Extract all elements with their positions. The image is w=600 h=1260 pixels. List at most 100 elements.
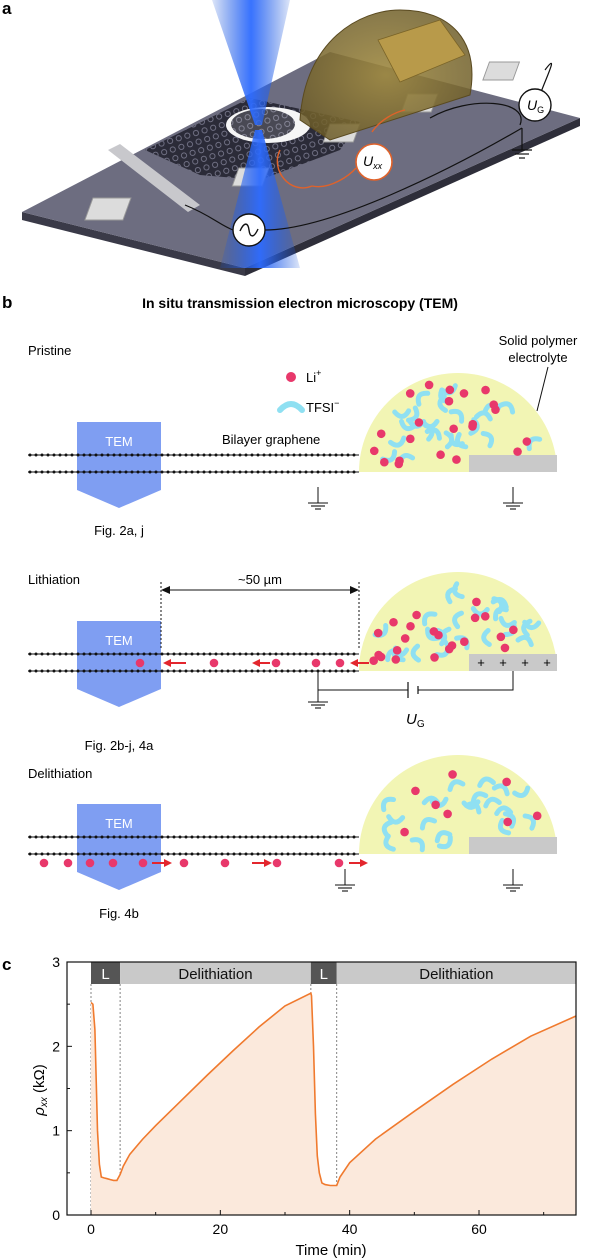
graphene-atom: [76, 470, 80, 474]
graphene-atom: [334, 453, 338, 457]
distance-arrow-head-right: [350, 586, 359, 594]
tfsi-anion: [405, 405, 420, 423]
graphene-atom: [280, 470, 284, 474]
li-ion: [491, 405, 500, 414]
graphene-atom: [316, 652, 320, 656]
gate-sub: G: [417, 719, 425, 730]
graphene-atom: [88, 852, 92, 856]
li-ion: [470, 613, 480, 623]
svg-text:TFSI−: TFSI−: [306, 398, 339, 415]
graphene-atom: [310, 835, 314, 839]
graphene-atom: [154, 835, 158, 839]
graphene-atom: [58, 835, 62, 839]
uxx-symbol: U: [363, 153, 374, 169]
graphene-atom: [178, 453, 182, 457]
x-tick-label: 0: [87, 1221, 95, 1237]
graphene-atom: [286, 453, 290, 457]
graphene-atom: [118, 453, 122, 457]
graphene-atom: [46, 852, 50, 856]
graphene-atom: [286, 669, 290, 673]
graphene-atom: [322, 852, 326, 856]
graphene-atom: [166, 652, 170, 656]
graphene-atom: [46, 835, 50, 839]
graphene-atom: [154, 669, 158, 673]
tfsi-anion: [502, 811, 517, 829]
gate-electrode-pristine: [469, 455, 557, 472]
graphene-atom: [112, 835, 116, 839]
ug-sub: G: [537, 105, 544, 115]
graphene-atom: [346, 835, 350, 839]
stage-label-pristine: Pristine: [28, 343, 71, 358]
graphene-atom: [94, 652, 98, 656]
graphene-atom: [34, 852, 38, 856]
li-ion: [406, 621, 415, 631]
graphene-atom: [352, 669, 356, 673]
tfsi-anion: [526, 436, 543, 452]
substrate-side: [22, 212, 245, 276]
graphene-atom: [340, 470, 344, 474]
ions: [39, 380, 543, 868]
tfsi-anion: [447, 779, 466, 793]
graphene-atom: [70, 470, 74, 474]
graphene-atom: [124, 669, 128, 673]
phase-bar: [120, 962, 311, 984]
graphene-atom: [202, 453, 206, 457]
graphene-atom: [340, 669, 344, 673]
tfsi-anion: [522, 619, 542, 631]
graphene-atom: [58, 852, 62, 856]
graphene-atom: [292, 652, 296, 656]
tfsi-anion: [494, 805, 514, 817]
y-tick-label: 1: [52, 1123, 60, 1139]
graphene-atom: [208, 453, 212, 457]
li-ion: [374, 650, 383, 660]
graphene-atom: [142, 470, 146, 474]
li-ion: [311, 658, 321, 668]
graphene-atom: [166, 835, 170, 839]
li-ion: [513, 447, 522, 456]
graphene-atom: [34, 652, 38, 656]
graphene-atom: [58, 470, 62, 474]
tfsi-anion: [477, 776, 496, 788]
graphene-atom: [190, 470, 194, 474]
graphene-atom: [220, 835, 224, 839]
graphene-atom: [46, 669, 50, 673]
uxx-meter: [355, 143, 393, 181]
graphene-atom: [220, 453, 224, 457]
tfsi-anion: [392, 408, 412, 419]
graphene-atom: [160, 652, 164, 656]
graphene-atom: [256, 470, 260, 474]
graphene-atom: [118, 669, 122, 673]
graphene-atom: [70, 669, 74, 673]
graphene-atom: [352, 835, 356, 839]
graphene-atom: [28, 470, 32, 474]
tfsi-anion: [452, 610, 464, 630]
pad-bottom-left: [84, 197, 132, 221]
ion-arrow-head: [264, 859, 272, 867]
graphene-atom: [130, 835, 134, 839]
graphene-atom: [76, 852, 80, 856]
graphene-atom: [178, 852, 182, 856]
graphene-atom: [46, 453, 50, 457]
graphene-atom: [226, 852, 230, 856]
graphene-atom: [352, 470, 356, 474]
li-ion: [429, 627, 439, 636]
graphene-atom: [82, 835, 86, 839]
graphene-atom: [82, 669, 86, 673]
li-ion: [369, 446, 379, 456]
graphene-atom: [208, 652, 212, 656]
graphene-atom: [304, 470, 308, 474]
graphene-atom: [238, 470, 242, 474]
wire-source: [184, 127, 523, 231]
li-ion: [431, 800, 440, 810]
graphene-atom: [298, 470, 302, 474]
graphene-atom: [106, 453, 110, 457]
graphene-atom: [262, 652, 266, 656]
graphene-atom: [232, 470, 236, 474]
graphene-atom: [76, 835, 80, 839]
graphene-atom: [52, 669, 56, 673]
li-ion: [411, 786, 420, 796]
graphene-atom: [34, 453, 38, 457]
graphene-atom: [256, 652, 260, 656]
graphene-atom: [334, 652, 338, 656]
graphene-atom: [76, 669, 80, 673]
